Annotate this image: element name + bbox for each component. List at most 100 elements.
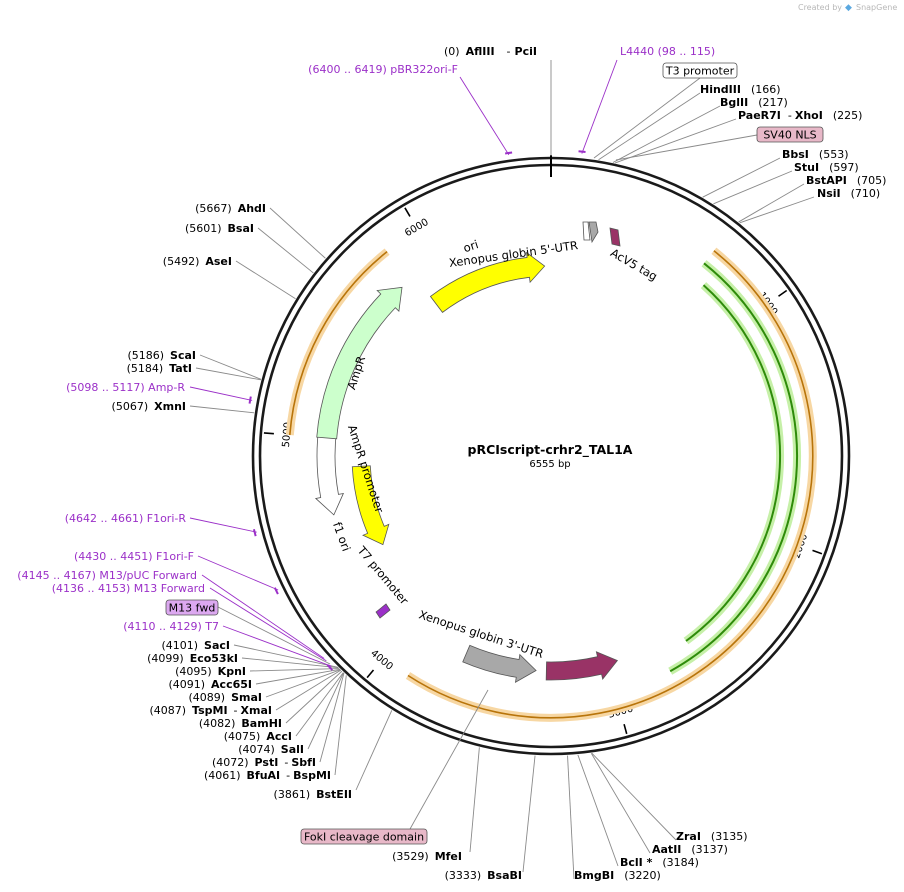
site-bsteii-label[interactable]: (3861)BstEII <box>274 788 352 801</box>
site-bglii-label[interactable]: BglII(217) <box>720 96 788 109</box>
site-zrai[interactable]: ZraI(3135) <box>676 830 748 843</box>
site-acc65i-label[interactable]: (4091)Acc65I <box>168 678 252 691</box>
site-bbsi-label[interactable]: BbsI(553) <box>782 148 849 161</box>
site-bstapi-label[interactable]: BstAPI(705) <box>806 174 886 187</box>
site-afliii-label[interactable]: (0)AflIII-PciI <box>444 45 537 58</box>
site-ahdi[interactable]: (5667)AhdI <box>195 202 266 215</box>
site-bmgbi[interactable]: BmgBI(3220) <box>574 869 661 882</box>
site-bfuai-label[interactable]: (4061)BfuAI-BspMI <box>204 769 331 782</box>
ruler-tick-mark <box>404 207 411 217</box>
site-name-2: BspMI <box>293 769 331 782</box>
site-psti[interactable]: (4072)PstI-SbfI <box>212 756 316 769</box>
boxed-m13-fwd[interactable]: M13 fwd <box>165 599 219 616</box>
primer-ampr-label[interactable]: (5098 .. 5117) Amp-R <box>66 381 185 394</box>
site-position: (225) <box>833 109 863 122</box>
site-nsii[interactable]: NsiI(710) <box>817 187 880 200</box>
site-tati-label[interactable]: (5184)TatI <box>127 362 192 375</box>
site-psti-label[interactable]: (4072)PstI-SbfI <box>212 756 316 769</box>
site-bcli[interactable]: BclI *(3184) <box>620 856 699 869</box>
site-kpni-label[interactable]: (4095)KpnI <box>175 665 246 678</box>
site-kpni[interactable]: (4095)KpnI <box>175 665 246 678</box>
leader-line <box>713 170 793 205</box>
primer-f1orif-label[interactable]: (4430 .. 4451) F1ori-F <box>74 550 194 563</box>
site-sali[interactable]: (4074)SalI <box>238 743 304 756</box>
site-bmgbi-label[interactable]: BmgBI(3220) <box>574 869 661 882</box>
site-tspmi-label[interactable]: (4087)TspMI-XmaI <box>149 704 272 717</box>
primer-leader-line <box>201 574 325 659</box>
leader-line <box>249 668 340 672</box>
site-bsabi-label[interactable]: (3333)BsaBI <box>445 869 522 882</box>
site-mfei-label[interactable]: (3529)MfeI <box>392 850 462 863</box>
site-bbsi[interactable]: BbsI(553) <box>782 148 849 161</box>
site-afliii[interactable]: (0)AflIII-PciI <box>444 45 537 58</box>
site-bsabi[interactable]: (3333)BsaBI <box>445 869 522 882</box>
site-paer7i[interactable]: PaeR7I-XhoI(225) <box>738 109 862 122</box>
site-eco53ki-label[interactable]: (4099)Eco53kI <box>147 652 238 665</box>
site-saci[interactable]: (4101)SacI <box>161 639 230 652</box>
site-acci-label[interactable]: (4075)AccI <box>224 730 292 743</box>
site-aatii-label[interactable]: AatII(3137) <box>652 843 728 856</box>
site-sali-label[interactable]: (4074)SalI <box>238 743 304 756</box>
primer-leader-line <box>222 625 332 667</box>
site-stui-label[interactable]: StuI(597) <box>794 161 859 174</box>
site-zrai-label[interactable]: ZraI(3135) <box>676 830 748 843</box>
site-position: (3184) <box>662 856 699 869</box>
site-acci[interactable]: (4075)AccI <box>224 730 292 743</box>
primer-m13puc-label[interactable]: (4145 .. 4167) M13/pUC Forward <box>17 569 197 582</box>
boxed-foki[interactable]: FokI cleavage domain <box>300 828 428 845</box>
site-position: (4089) <box>189 691 226 704</box>
site-stui[interactable]: StuI(597) <box>794 161 859 174</box>
site-mfei[interactable]: (3529)MfeI <box>392 850 462 863</box>
site-bcli-label[interactable]: BclI *(3184) <box>620 856 699 869</box>
site-acc65i[interactable]: (4091)Acc65I <box>168 678 252 691</box>
site-paer7i-label[interactable]: PaeR7I-XhoI(225) <box>738 109 862 122</box>
site-bamhi[interactable]: (4082)BamHI <box>199 717 282 730</box>
leader-line <box>275 669 342 711</box>
site-name: BstEII <box>316 788 352 801</box>
site-scai[interactable]: (5186)ScaI <box>127 349 196 362</box>
site-bsai-label[interactable]: (5601)BsaI <box>185 222 254 235</box>
primer-pbr322orif-label[interactable]: (6400 .. 6419) pBR322ori-F <box>308 63 458 76</box>
site-asei[interactable]: (5492)AseI <box>163 255 232 268</box>
site-xmni-label[interactable]: (5067)XmnI <box>112 400 186 413</box>
leader-line <box>217 606 331 665</box>
boxed-sv40-nls-text: SV40 NLS <box>763 129 816 142</box>
site-bfuai[interactable]: (4061)BfuAI-BspMI <box>204 769 331 782</box>
boxed-sv40-nls[interactable]: SV40 NLS <box>756 126 824 143</box>
site-bglii[interactable]: BglII(217) <box>720 96 788 109</box>
site-asei-label[interactable]: (5492)AseI <box>163 255 232 268</box>
leader-line <box>612 105 721 163</box>
site-position: (5492) <box>163 255 200 268</box>
site-ahdi-label[interactable]: (5667)AhdI <box>195 202 266 215</box>
leader-line <box>189 405 255 414</box>
boxed-t3-promoter[interactable]: T3 promoter <box>662 62 738 79</box>
site-aatii[interactable]: AatII(3137) <box>652 843 728 856</box>
site-hindiii[interactable]: HindIII(166) <box>700 83 781 96</box>
site-smai[interactable]: (4089) SmaI <box>189 691 262 704</box>
primer-t7-label[interactable]: (4110 .. 4129) T7 <box>123 620 219 633</box>
site-separator: - <box>284 756 288 769</box>
site-bsteii[interactable]: (3861)BstEII <box>274 788 352 801</box>
site-bamhi-label[interactable]: (4082)BamHI <box>199 717 282 730</box>
site-hindiii-label[interactable]: HindIII(166) <box>700 83 781 96</box>
site-bstapi[interactable]: BstAPI(705) <box>806 174 886 187</box>
plasmid-name: pRCIscript-crhr2_TAL1A <box>468 442 633 458</box>
site-nsii-label[interactable]: NsiI(710) <box>817 187 880 200</box>
site-eco53ki[interactable]: (4099)Eco53kI <box>147 652 238 665</box>
site-position: (5067) <box>112 400 149 413</box>
site-scai-label[interactable]: (5186)ScaI <box>127 349 196 362</box>
site-saci-label[interactable]: (4101)SacI <box>161 639 230 652</box>
site-name: Acc65I <box>211 678 252 691</box>
site-tati[interactable]: (5184)TatI <box>127 362 192 375</box>
primer-l4440-label[interactable]: L4440 (98 .. 115) <box>620 45 715 58</box>
site-tspmi[interactable]: (4087)TspMI-XmaI <box>149 704 272 717</box>
leader-line <box>590 753 651 854</box>
primer-m13fwdp-label[interactable]: (4136 .. 4153) M13 Forward <box>52 582 205 595</box>
site-xmni[interactable]: (5067)XmnI <box>112 400 186 413</box>
site-smai-label[interactable]: (4089) SmaI <box>189 691 262 704</box>
site-bsai[interactable]: (5601)BsaI <box>185 222 254 235</box>
primer-f1orir-label[interactable]: (4642 .. 4661) F1ori-R <box>65 512 187 525</box>
site-name: SmaI <box>231 691 262 704</box>
site-separator: - <box>788 109 792 122</box>
snapgene-logo-icon: ◆ <box>845 3 852 13</box>
